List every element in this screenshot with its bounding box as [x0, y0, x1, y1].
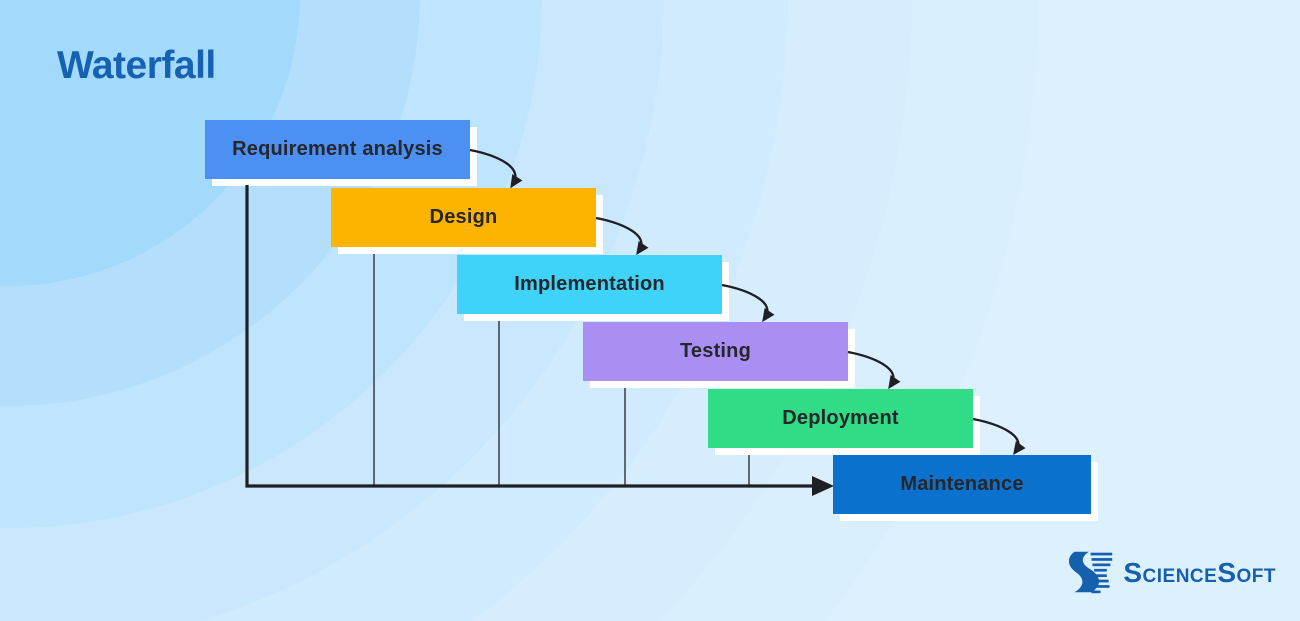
stage-maintenance: Maintenance — [833, 455, 1091, 514]
stage-label: Design — [429, 206, 498, 228]
page-title: Waterfall — [57, 44, 216, 87]
flow-arrow-design-to-implementation — [595, 216, 649, 256]
flow-arrow-requirement-to-design — [469, 148, 523, 189]
stage-label: Requirement analysis — [232, 138, 443, 160]
stage-testing: Testing — [583, 322, 848, 381]
stage-label: Testing — [679, 340, 752, 362]
flow-arrow-testing-to-deployment — [847, 350, 901, 390]
logo-text-segment: OFT — [1236, 565, 1276, 587]
logo-text-segment: S — [1217, 556, 1237, 588]
stage-label: Implementation — [514, 273, 665, 295]
logo-text-segment: CIENCE — [1142, 565, 1218, 587]
flow-arrow-deployment-to-maintenance — [972, 417, 1026, 456]
logo-text-segment: S — [1123, 556, 1143, 588]
stage-label: Deployment — [782, 407, 899, 429]
collector-arrowhead-icon — [812, 476, 834, 496]
stage-implementation: Implementation — [457, 255, 722, 314]
stage-design: Design — [331, 188, 596, 247]
stage-requirement-analysis: Requirement analysis — [205, 120, 470, 179]
stage-label: Maintenance — [900, 473, 1024, 495]
flow-arrow-implementation-to-testing — [721, 283, 775, 323]
stage-deployment: Deployment — [708, 389, 973, 448]
sciencesoft-logo-icon — [1069, 551, 1113, 594]
